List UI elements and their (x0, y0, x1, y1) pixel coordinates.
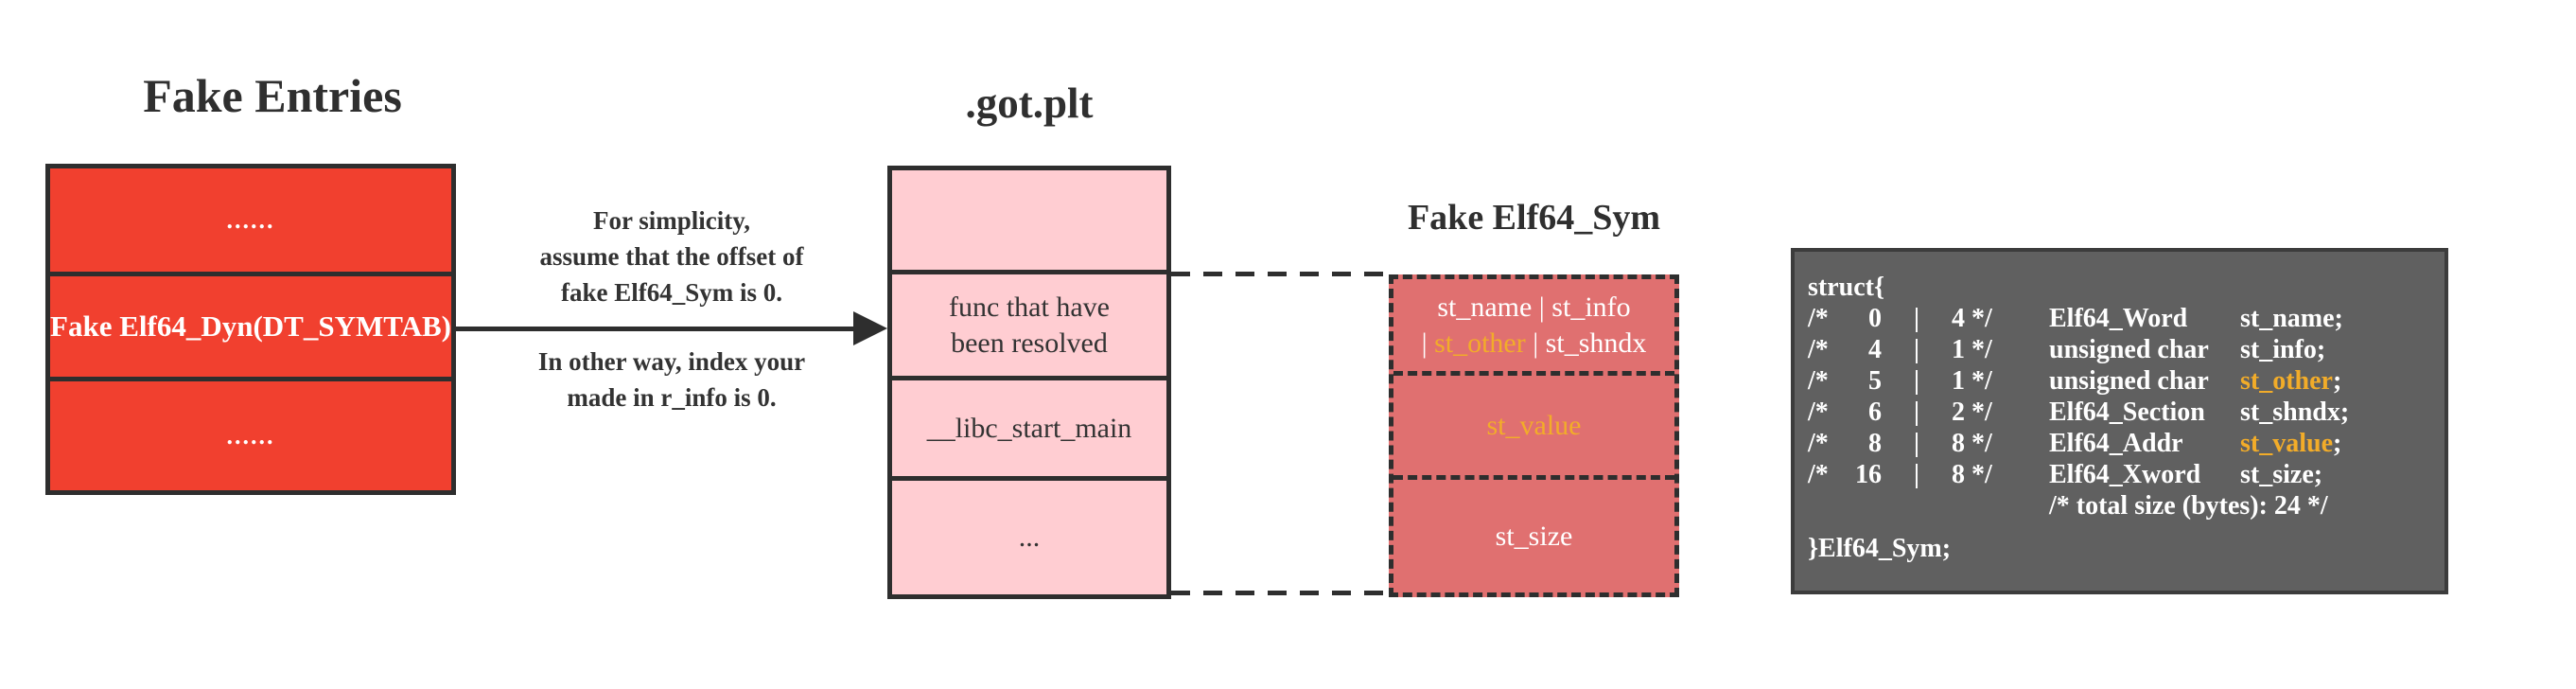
field-offset: 6 (1868, 398, 1882, 427)
field-name-highlighted: st_value (2240, 429, 2333, 458)
pipe-separator: | (1913, 366, 1920, 396)
pipe-separator: | (1913, 304, 1920, 333)
field-offset: 5 (1868, 366, 1882, 396)
fake-sym-title: Fake Elf64_Sym (1407, 198, 1661, 238)
pipe-separator: | (1913, 429, 1920, 458)
fake-entries-row-ellipsis-bottom: ...... (226, 421, 275, 450)
struct-field-st-shndx: /* 6 | 2 */ Elf64_Section st_shndx ; (1808, 397, 2437, 428)
field-offset: 16 (1855, 460, 1882, 489)
dashed-connector-bottom (1171, 591, 1389, 595)
struct-open-line: struct{ (1808, 273, 1885, 302)
field-type: Elf64_Word (2049, 304, 2188, 333)
field-semicolon: ; (2316, 335, 2326, 364)
got-plt-title: .got.plt (965, 80, 1094, 127)
field-name: st_name (2240, 304, 2335, 333)
flow-arrow-line (456, 327, 857, 331)
field-name: st_shndx (2240, 398, 2340, 427)
field-offset: 4 (1868, 335, 1882, 364)
field-size: 4 */ (1952, 304, 1992, 333)
fake-entries-box: ...... Fake Elf64_Dyn(DT_SYMTAB) ...... (45, 164, 456, 495)
comment-open: /* (1808, 335, 1829, 364)
pipe-separator: | (1913, 398, 1920, 427)
sym-row-st-value: st_value (1393, 376, 1674, 480)
annotation-offset-note: For simplicity, assume that the offset o… (539, 206, 804, 307)
got-plt-row-libc-start-main: __libc_start_main (892, 380, 1166, 481)
pipe-separator: | (1913, 460, 1920, 489)
field-name: st_size (2240, 460, 2314, 489)
flow-arrow-head-icon (853, 311, 887, 345)
sym-row1-line2-pre: | (1421, 327, 1435, 359)
field-size: 8 */ (1952, 460, 1992, 489)
field-offset: 8 (1868, 429, 1882, 458)
field-size: 2 */ (1952, 398, 1992, 427)
field-size: 1 */ (1952, 335, 1992, 364)
annotation-rinfo-note: In other way, index your made in r_info … (537, 347, 806, 412)
field-type: Elf64_Xword (2049, 460, 2201, 489)
field-offset: 0 (1868, 304, 1882, 333)
elf64-sym-struct-box: struct{ /* 0 | 4 */ Elf64_Word st_name ;… (1791, 248, 2448, 594)
sym-row-st-size: st_size (1393, 480, 1674, 592)
got-plt-row-resolved-func: func that have been resolved (892, 274, 1166, 380)
sym-st-value-label: st_value (1486, 409, 1582, 441)
fake-entries-row-ellipsis-top: ...... (50, 168, 451, 276)
struct-field-st-size: /* 16 | 8 */ Elf64_Xword st_size ; (1808, 459, 2437, 490)
field-size: 8 */ (1952, 429, 1992, 458)
field-name: st_info (2240, 335, 2317, 364)
sym-row1-line1: st_name | st_info (1437, 291, 1631, 323)
field-semicolon: ; (2333, 429, 2342, 458)
fake-sym-box: st_name | st_info | st_other | st_shndx … (1389, 274, 1679, 597)
sym-row1-line2: | st_other | st_shndx (1422, 326, 1647, 362)
sym-row1-line2-st-other: st_other (1434, 327, 1526, 359)
struct-field-st-value: /* 8 | 8 */ Elf64_Addr st_value ; (1808, 428, 2437, 459)
struct-total-size-comment: /* total size (bytes): 24 */ (2049, 491, 2328, 521)
sym-row1-line2-post: | st_shndx (1525, 327, 1647, 359)
field-size: 1 */ (1952, 366, 1992, 396)
pipe-separator: | (1913, 335, 1920, 364)
fake-entries-row-fake-elf64-dyn: Fake Elf64_Dyn(DT_SYMTAB) (50, 276, 451, 381)
field-type: Elf64_Section (2049, 398, 2205, 427)
fake-entries-title: Fake Entries (143, 69, 402, 122)
sym-row-name-info-other-shndx: st_name | st_info | st_other | st_shndx (1393, 279, 1674, 376)
comment-open: /* (1808, 304, 1829, 333)
comment-open: /* (1808, 398, 1829, 427)
dashed-connector-top (1171, 272, 1389, 276)
comment-open: /* (1808, 366, 1829, 396)
struct-field-st-info: /* 4 | 1 */ unsigned char st_info ; (1808, 334, 2437, 365)
field-type: unsigned char (2049, 366, 2209, 396)
field-semicolon: ; (2334, 304, 2343, 333)
sym-st-size-label: st_size (1495, 520, 1573, 552)
struct-field-st-other: /* 5 | 1 */ unsigned char st_other ; (1808, 365, 2437, 397)
field-type: Elf64_Addr (2049, 429, 2183, 458)
field-name-highlighted: st_other (2240, 366, 2333, 396)
comment-open: /* (1808, 460, 1829, 489)
got-plt-row-ellipsis: ... (1018, 521, 1041, 553)
field-semicolon: ; (2339, 398, 2350, 427)
got-plt-box: func that have been resolved __libc_star… (887, 166, 1171, 599)
field-semicolon: ; (2332, 366, 2342, 396)
field-semicolon: ; (2313, 460, 2323, 489)
got-plt-row-empty (892, 170, 1166, 274)
field-type: unsigned char (2049, 335, 2209, 364)
struct-close-line: }Elf64_Sym; (1808, 534, 1952, 563)
comment-open: /* (1808, 429, 1829, 458)
struct-field-st-name: /* 0 | 4 */ Elf64_Word st_name ; (1808, 303, 2437, 334)
